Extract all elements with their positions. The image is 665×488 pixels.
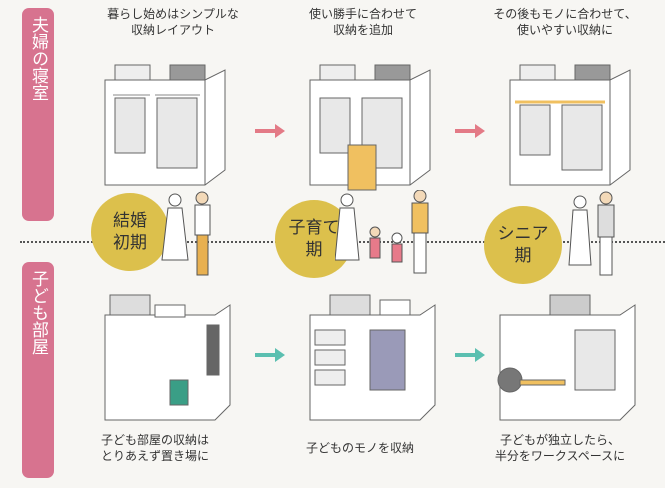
closet-illustration-top-1 xyxy=(104,64,226,186)
couple-illustration xyxy=(161,191,211,276)
senior-couple-illustration xyxy=(568,191,615,276)
arrow-right-icon xyxy=(255,348,285,362)
family-illustration xyxy=(335,190,429,274)
closet-illustration-top-3 xyxy=(509,64,631,186)
caption-top-1: 暮らし始めはシンプルな収納レイアウト xyxy=(107,7,239,37)
closet-illustration-top-2 xyxy=(309,64,431,191)
caption-top-2: 使い勝手に合わせて収納を追加 xyxy=(308,7,417,37)
stage-badge-newlywed: 結婚初期 xyxy=(91,193,169,271)
stage-badge-senior: シニア期 xyxy=(484,206,562,284)
arrow-right-icon xyxy=(455,348,485,362)
caption-top-3: その後もモノに合わせて、使いやすい収納に xyxy=(493,7,637,37)
caption-bottom-1: 子ども部屋の収納はとりあえず置き場に xyxy=(100,433,209,463)
closet-illustration-bottom-2 xyxy=(309,294,436,421)
section-tab-kids-room: 子ども部屋 xyxy=(22,262,54,478)
caption-bottom-3: 子どもが独立したら、半分をワークスペースに xyxy=(494,433,626,463)
caption-bottom-2: 子どものモノを収納 xyxy=(305,441,414,455)
arrow-right-icon xyxy=(455,124,485,138)
arrow-right-icon xyxy=(255,124,285,138)
closet-illustration-bottom-1 xyxy=(104,294,231,421)
closet-illustration-bottom-3 xyxy=(497,294,636,421)
section-tab-couple-room: 夫婦の寝室 xyxy=(22,8,54,221)
